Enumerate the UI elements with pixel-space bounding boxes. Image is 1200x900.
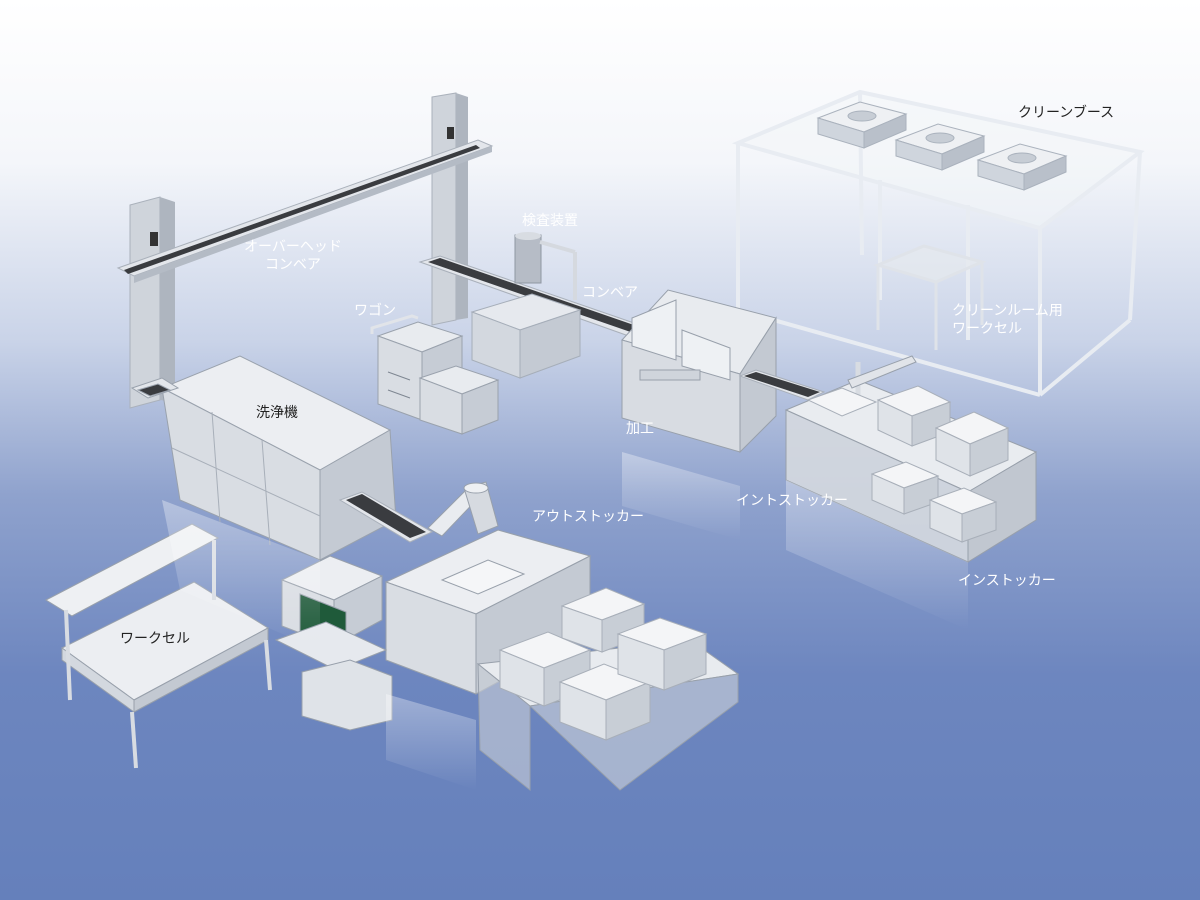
label-overhead-conveyor-line1: オーバーヘッド	[244, 239, 342, 255]
label-inspection-device: 検査装置	[522, 213, 578, 229]
out-stocker-trays	[498, 587, 708, 741]
label-out-stocker: アウトストッカー	[532, 509, 644, 525]
label-conveyor: コンベア	[582, 285, 638, 301]
wagon	[370, 314, 500, 435]
label-clean-booth: クリーンブース	[1018, 105, 1115, 121]
inspection-device	[514, 232, 577, 300]
transfer-conveyor	[738, 369, 826, 401]
label-in-stocker-a: イントストッカー	[736, 493, 848, 509]
cleanroom-workcell-table	[873, 244, 987, 350]
ffu-units	[816, 101, 1068, 191]
label-overhead-conveyor-line2: コンベア	[264, 257, 321, 273]
robot-arm	[427, 481, 499, 537]
label-cleanroom-workcell: クリーンルーム用 ワークセル	[952, 302, 1063, 338]
label-processing: 加工	[626, 421, 654, 437]
label-workcell: ワークセル	[120, 631, 190, 647]
processing-machine	[621, 289, 777, 454]
overhead-conveyor	[116, 92, 494, 409]
in-stocker-trays	[806, 385, 1010, 543]
washer-conveyor	[338, 491, 434, 543]
floor-reflections	[162, 452, 968, 790]
label-wagon: ワゴン	[354, 303, 396, 319]
label-cleanroom-workcell-line1: クリーンルーム用	[952, 303, 1063, 319]
conveyor-table	[470, 293, 582, 379]
label-cleanroom-workcell-line2: ワークセル	[952, 321, 1022, 337]
label-overhead-conveyor: オーバーヘッド コンベア	[244, 238, 342, 274]
label-washer: 洗浄機	[256, 405, 298, 421]
label-in-stocker-b: インストッカー	[958, 573, 1056, 589]
washer	[130, 355, 397, 561]
